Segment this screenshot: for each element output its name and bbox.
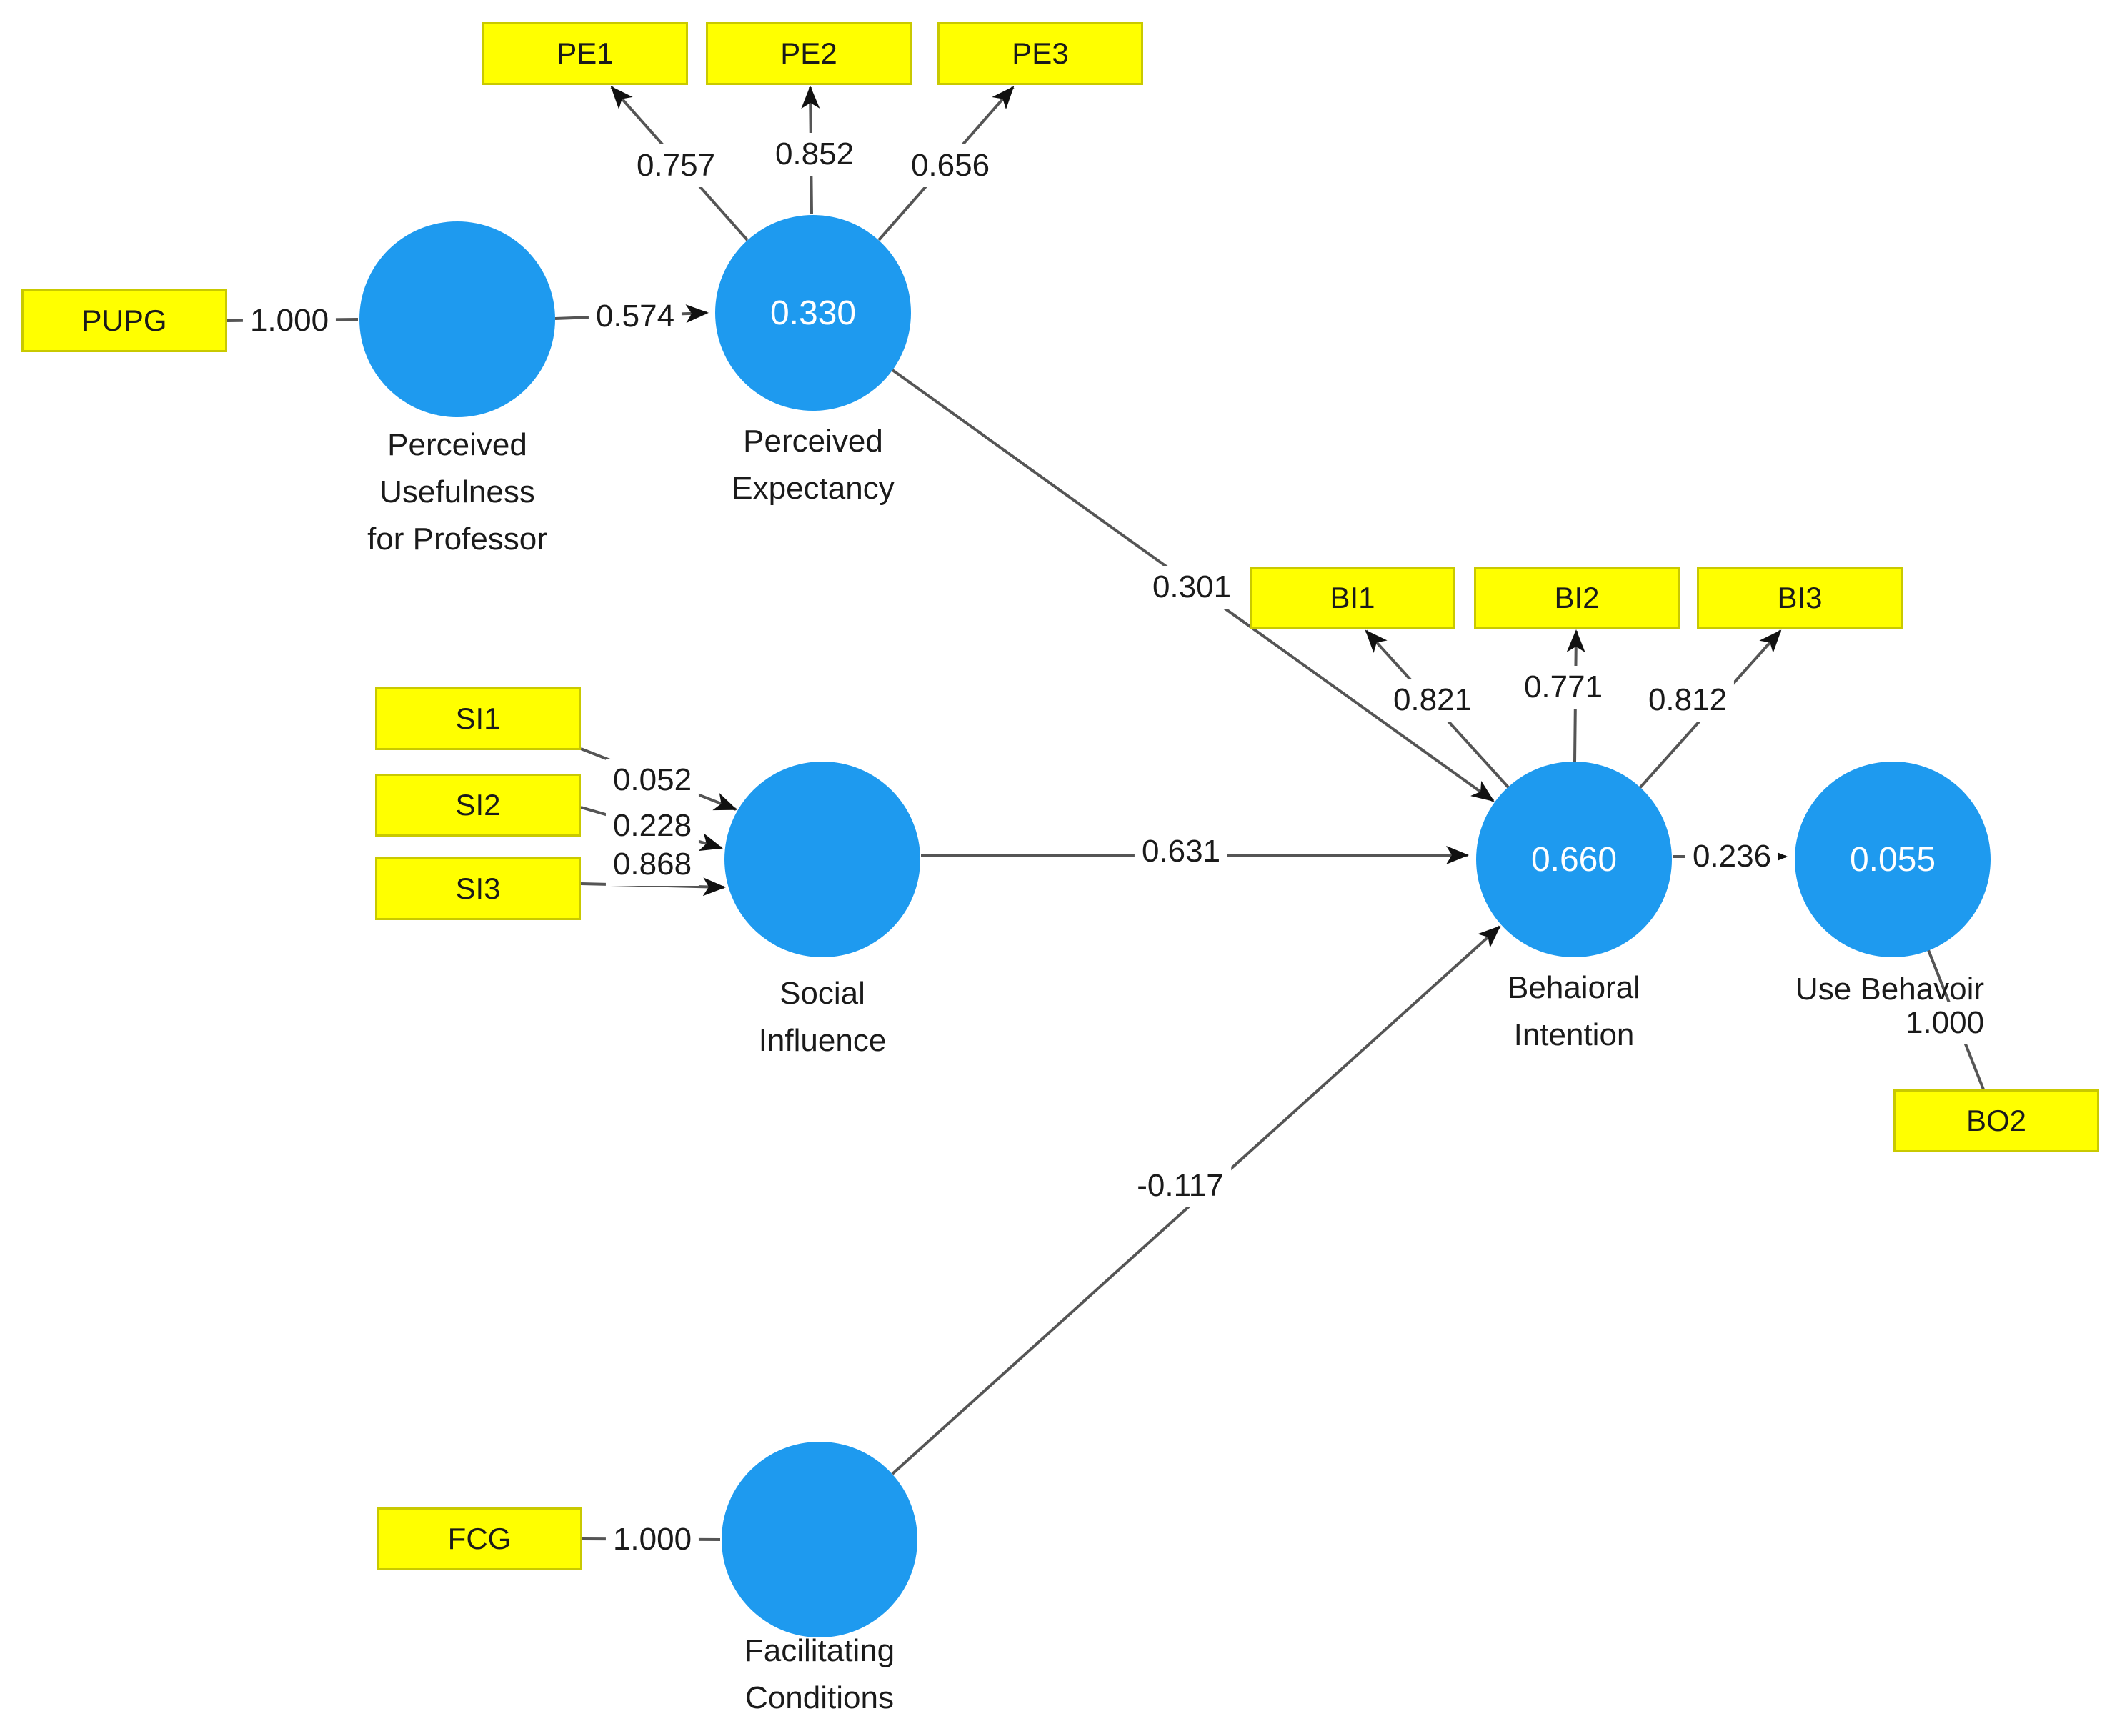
indicator-pe2-label: PE2 xyxy=(780,36,837,70)
indicator-si2-label: SI2 xyxy=(455,788,501,822)
indicator-pe2[interactable]: PE2 xyxy=(706,22,912,85)
indicator-bi2-label: BI2 xyxy=(1554,581,1600,614)
indicator-bi3-label: BI3 xyxy=(1777,581,1823,614)
weight-ub-bo2[interactable]: 1.000 xyxy=(1898,1002,1992,1044)
label-perceived-expectancy: Perceived Expectancy xyxy=(732,424,895,506)
label-facilitating-conditions: Facilitating Conditions xyxy=(744,1633,895,1715)
weight-pupg-pu[interactable]: 1.000 xyxy=(242,299,337,342)
indicator-bo2[interactable]: BO2 xyxy=(1893,1089,2099,1152)
indicator-pe3-label: PE3 xyxy=(1012,36,1069,70)
weight-pu-pe[interactable]: 0.574 xyxy=(588,295,682,338)
indicator-bo2-label: BO2 xyxy=(1966,1104,2027,1137)
construct-perceived-usefulness[interactable] xyxy=(359,221,555,417)
weight-bi-bi3[interactable]: 0.812 xyxy=(1640,679,1735,722)
indicator-pe1[interactable]: PE1 xyxy=(482,22,688,85)
weight-si1-si[interactable]: 0.052 xyxy=(605,759,699,802)
weight-bi-ub[interactable]: 0.236 xyxy=(1685,835,1779,878)
indicator-pupg-label: PUPG xyxy=(81,304,167,337)
construct-perceived-expectancy-r2: 0.330 xyxy=(769,294,857,332)
indicator-si3[interactable]: SI3 xyxy=(375,857,581,920)
label-perceived-usefulness: Perceived Usefulness for Professor xyxy=(367,427,547,557)
construct-use-behavior[interactable]: 0.055 xyxy=(1795,762,1991,957)
label-social-influence: Social Influence xyxy=(758,976,887,1058)
weight-pe-pe2[interactable]: 0.852 xyxy=(767,133,862,176)
construct-facilitating-conditions[interactable] xyxy=(722,1442,917,1637)
construct-perceived-expectancy[interactable]: 0.330 xyxy=(715,215,911,411)
construct-behavioral-intention-r2: 0.660 xyxy=(1530,840,1618,879)
indicator-fcg[interactable]: FCG xyxy=(377,1507,582,1570)
weight-bi-bi2[interactable]: 0.771 xyxy=(1516,666,1610,709)
indicator-pe1-label: PE1 xyxy=(557,36,614,70)
indicator-si2[interactable]: SI2 xyxy=(375,774,581,837)
weight-pe-bi[interactable]: 0.301 xyxy=(1145,566,1239,609)
weight-fc-bi[interactable]: -0.117 xyxy=(1130,1164,1231,1207)
indicator-bi3[interactable]: BI3 xyxy=(1697,567,1903,629)
construct-use-behavior-r2: 0.055 xyxy=(1849,840,1936,879)
indicator-bi1[interactable]: BI1 xyxy=(1250,567,1455,629)
indicator-si1[interactable]: SI1 xyxy=(375,687,581,750)
weight-si2-si[interactable]: 0.228 xyxy=(605,804,699,847)
indicator-fcg-label: FCG xyxy=(447,1522,512,1555)
indicator-bi2[interactable]: BI2 xyxy=(1474,567,1680,629)
weight-pe-pe3[interactable]: 0.656 xyxy=(903,144,997,187)
construct-behavioral-intention[interactable]: 0.660 xyxy=(1476,762,1672,957)
label-behavioral-intention: Behaioral Intention xyxy=(1508,970,1640,1052)
indicator-pupg[interactable]: PUPG xyxy=(21,289,227,352)
weight-bi-bi1[interactable]: 0.821 xyxy=(1385,679,1480,722)
indicator-si1-label: SI1 xyxy=(455,702,501,735)
label-use-behavior: Use Behavoir xyxy=(1795,972,1985,1007)
weight-si3-si[interactable]: 0.868 xyxy=(605,843,699,886)
construct-social-influence[interactable] xyxy=(724,762,920,957)
weight-fcg-fc[interactable]: 1.000 xyxy=(605,1518,699,1561)
indicator-si3-label: SI3 xyxy=(455,872,501,905)
indicator-bi1-label: BI1 xyxy=(1330,581,1375,614)
weight-si-bi[interactable]: 0.631 xyxy=(1134,830,1228,873)
indicator-pe3[interactable]: PE3 xyxy=(937,22,1143,85)
weight-pe-pe1[interactable]: 0.757 xyxy=(629,144,723,187)
